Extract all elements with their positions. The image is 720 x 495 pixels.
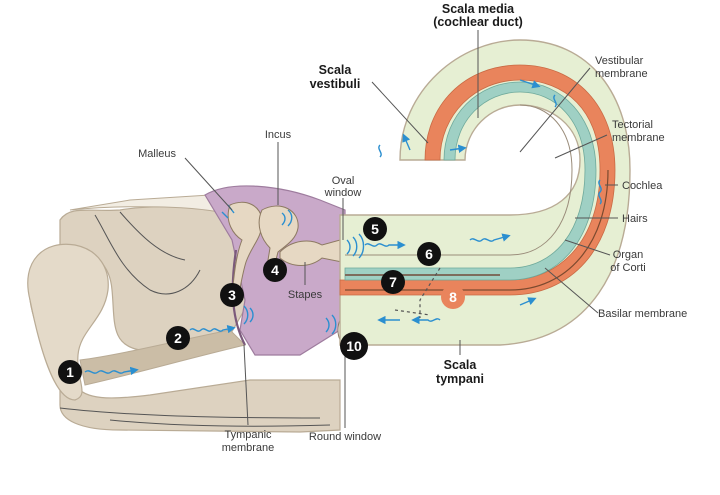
incus-bone [258, 205, 299, 276]
label-organ-2: of Corti [610, 262, 645, 274]
step-marker-4: 4 [263, 258, 287, 282]
label-vestibular-membrane-2: membrane [595, 68, 648, 80]
step-circle [363, 217, 387, 241]
svg-text:2: 2 [174, 330, 182, 346]
label-scala-tympani-1: Scala [444, 358, 478, 372]
step-circle [441, 285, 465, 309]
label-scala-media: Scala media [442, 2, 515, 16]
label-malleus: Malleus [138, 148, 176, 160]
svg-text:5: 5 [371, 221, 379, 237]
step-circle [381, 270, 405, 294]
svg-text:6: 6 [425, 246, 433, 262]
step-circle [166, 326, 190, 350]
svg-text:10: 10 [346, 338, 362, 354]
svg-text:4: 4 [271, 262, 279, 278]
step-circle [220, 283, 244, 307]
label-incus: Incus [265, 129, 292, 141]
step-circle [340, 332, 368, 360]
svg-text:3: 3 [228, 287, 236, 303]
label-vestibular-membrane-1: Vestibular [595, 55, 644, 67]
label-scala-vestibuli-2: vestibuli [310, 77, 361, 91]
step-circle [58, 360, 82, 384]
step-circle [417, 242, 441, 266]
label-hairs: Hairs [622, 213, 648, 225]
step-marker-6: 6 [417, 242, 441, 266]
label-stapes: Stapes [288, 289, 323, 301]
step-marker-8: 8 [441, 285, 465, 309]
step-marker-7: 7 [381, 270, 405, 294]
svg-text:7: 7 [389, 274, 397, 290]
step-marker-1: 1 [58, 360, 82, 384]
step-marker-2: 2 [166, 326, 190, 350]
label-basilar-membrane: Basilar membrane [598, 308, 687, 320]
label-tympanic-membrane-2: membrane [222, 442, 275, 454]
label-scala-vestibuli-1: Scala [319, 63, 353, 77]
label-scala-tympani-2: tympani [436, 372, 484, 386]
svg-text:8: 8 [449, 289, 457, 305]
step-marker-3: 3 [220, 283, 244, 307]
label-cochlear-duct: (cochlear duct) [433, 15, 523, 29]
label-tympanic-membrane-1: Tympanic [224, 429, 272, 441]
label-organ-1: Organ [613, 249, 644, 261]
cochlea [339, 39, 631, 346]
step-circle [263, 258, 287, 282]
pinna [27, 243, 109, 401]
label-oval-window-2: window [324, 187, 362, 199]
svg-text:1: 1 [66, 364, 74, 380]
label-round-window: Round window [309, 431, 381, 443]
label-oval-window-1: Oval [332, 175, 355, 187]
step-marker-5: 5 [363, 217, 387, 241]
label-tectorial-membrane-1: Tectorial [612, 119, 653, 131]
step-marker-10: 10 [340, 332, 368, 360]
label-cochlea: Cochlea [622, 180, 663, 192]
label-tectorial-membrane-2: membrane [612, 132, 665, 144]
